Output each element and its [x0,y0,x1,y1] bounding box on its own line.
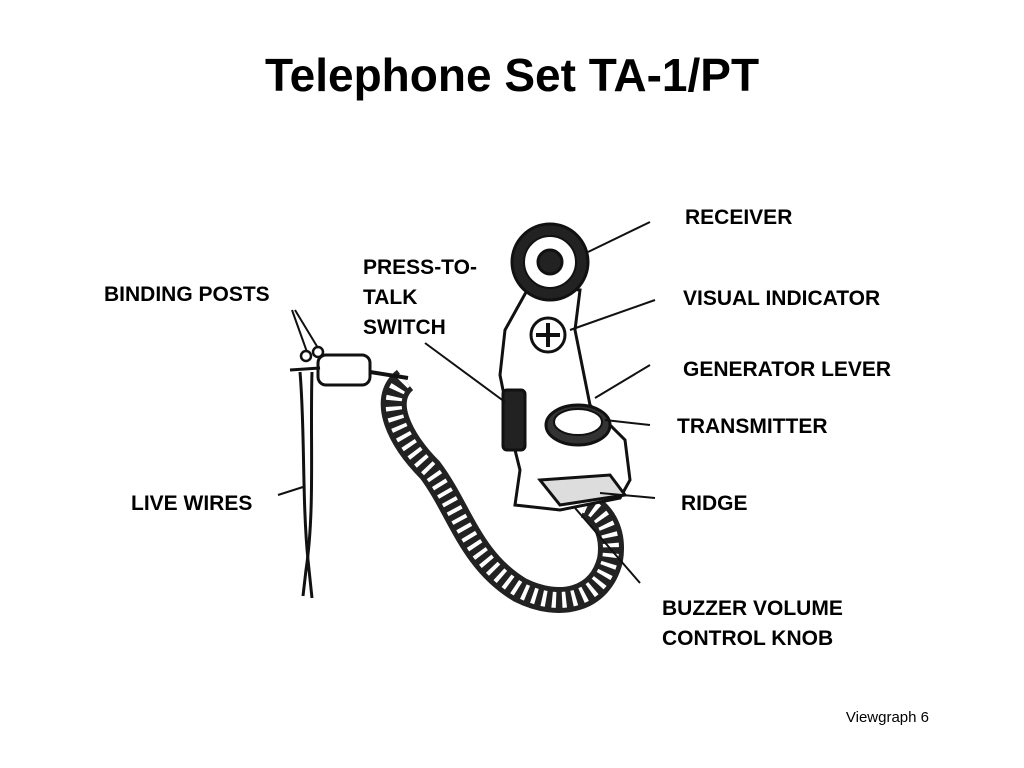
label-transmitter: TRANSMITTER [677,415,828,438]
label-visual-indicator: VISUAL INDICATOR [683,287,881,310]
label-buzzer-line-2: CONTROL KNOB [662,627,834,650]
label-live-wires: LIVE WIRES [131,492,253,515]
label-binding-posts: BINDING POSTS [104,283,270,306]
label-ptt-line-3: SWITCH [363,316,446,339]
label-press-to-talk-switch: PRESS-TO- TALK SWITCH [363,253,477,343]
label-buzzer-volume-control-knob: BUZZER VOLUME CONTROL KNOB [662,594,843,654]
label-ridge: RIDGE [681,492,748,515]
label-ptt-line-1: PRESS-TO- [363,256,477,279]
label-generator-lever: GENERATOR LEVER [683,358,892,381]
handset-body [498,222,632,512]
live-wire-pair [298,371,314,599]
slide-title: Telephone Set TA-1/PT [264,49,760,101]
label-ptt-line-2: TALK [363,286,418,309]
footer-viewgraph: Viewgraph 6 [845,709,929,726]
binding-post-connector [289,345,409,387]
label-buzzer-line-1: BUZZER VOLUME [662,597,843,620]
leader-lines [277,221,656,584]
label-receiver: RECEIVER [685,206,793,229]
